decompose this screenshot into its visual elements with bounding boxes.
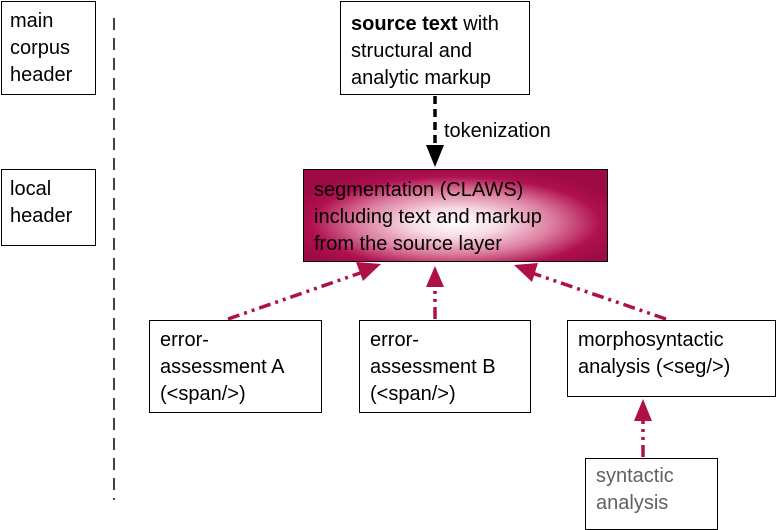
segmentation-line-1: segmentation (CLAWS) bbox=[314, 179, 524, 201]
error-assessment-b-box: error- assessment B (<span/>) bbox=[359, 320, 531, 413]
source-line-1: source text with bbox=[351, 11, 529, 38]
source-line-3: analytic markup bbox=[351, 67, 492, 89]
syntactic-arrowhead bbox=[634, 399, 652, 421]
segmentation-line-3: from the source layer bbox=[314, 233, 502, 255]
main-corpus-header-box: main corpus header bbox=[1, 1, 96, 95]
local-header-line-2: header bbox=[10, 205, 73, 227]
error-a-arrowhead bbox=[356, 262, 381, 281]
tokenization-label: tokenization bbox=[444, 120, 551, 142]
main-header-line-1: main bbox=[10, 10, 54, 32]
source-text-rest: with bbox=[457, 13, 499, 35]
error-b-line-1: error- bbox=[370, 329, 419, 351]
segmentation-line-2: including text and markup bbox=[314, 206, 542, 228]
main-header-line-2: corpus bbox=[10, 37, 71, 59]
error-b-line-3: (<span/>) bbox=[370, 383, 456, 405]
error-a-arrow bbox=[227, 270, 364, 321]
error-a-line-3: (<span/>) bbox=[160, 383, 246, 405]
morpho-line-2: analysis (<seg/>) bbox=[578, 356, 731, 378]
error-assessment-a-box: error- assessment A (<span/>) bbox=[149, 320, 322, 413]
morpho-arrow bbox=[531, 271, 667, 321]
source-text-box: source text with structural and analytic… bbox=[340, 1, 530, 95]
source-text-bold: source text bbox=[351, 13, 458, 35]
morpho-arrowhead bbox=[514, 263, 538, 282]
morpho-line-1: morphosyntactic bbox=[578, 329, 724, 351]
syntactic-analysis-box: syntactic analysis bbox=[585, 458, 718, 530]
tokenization-arrowhead bbox=[426, 145, 444, 167]
syntactic-line-1: syntactic bbox=[596, 465, 674, 487]
segmentation-box: segmentation (CLAWS) including text and … bbox=[303, 169, 608, 262]
error-b-arrowhead bbox=[426, 266, 444, 287]
main-header-line-3: header bbox=[10, 64, 73, 86]
error-a-line-2: assessment A bbox=[160, 356, 285, 378]
syntactic-line-2: analysis bbox=[596, 492, 669, 514]
local-header-line-1: local bbox=[10, 178, 52, 200]
morphosyntactic-analysis-box: morphosyntactic analysis (<seg/>) bbox=[567, 320, 776, 397]
error-a-line-1: error- bbox=[160, 329, 209, 351]
local-header-box: local header bbox=[1, 169, 96, 246]
error-b-line-2: assessment B bbox=[370, 356, 496, 378]
source-line-2: structural and bbox=[351, 40, 473, 62]
